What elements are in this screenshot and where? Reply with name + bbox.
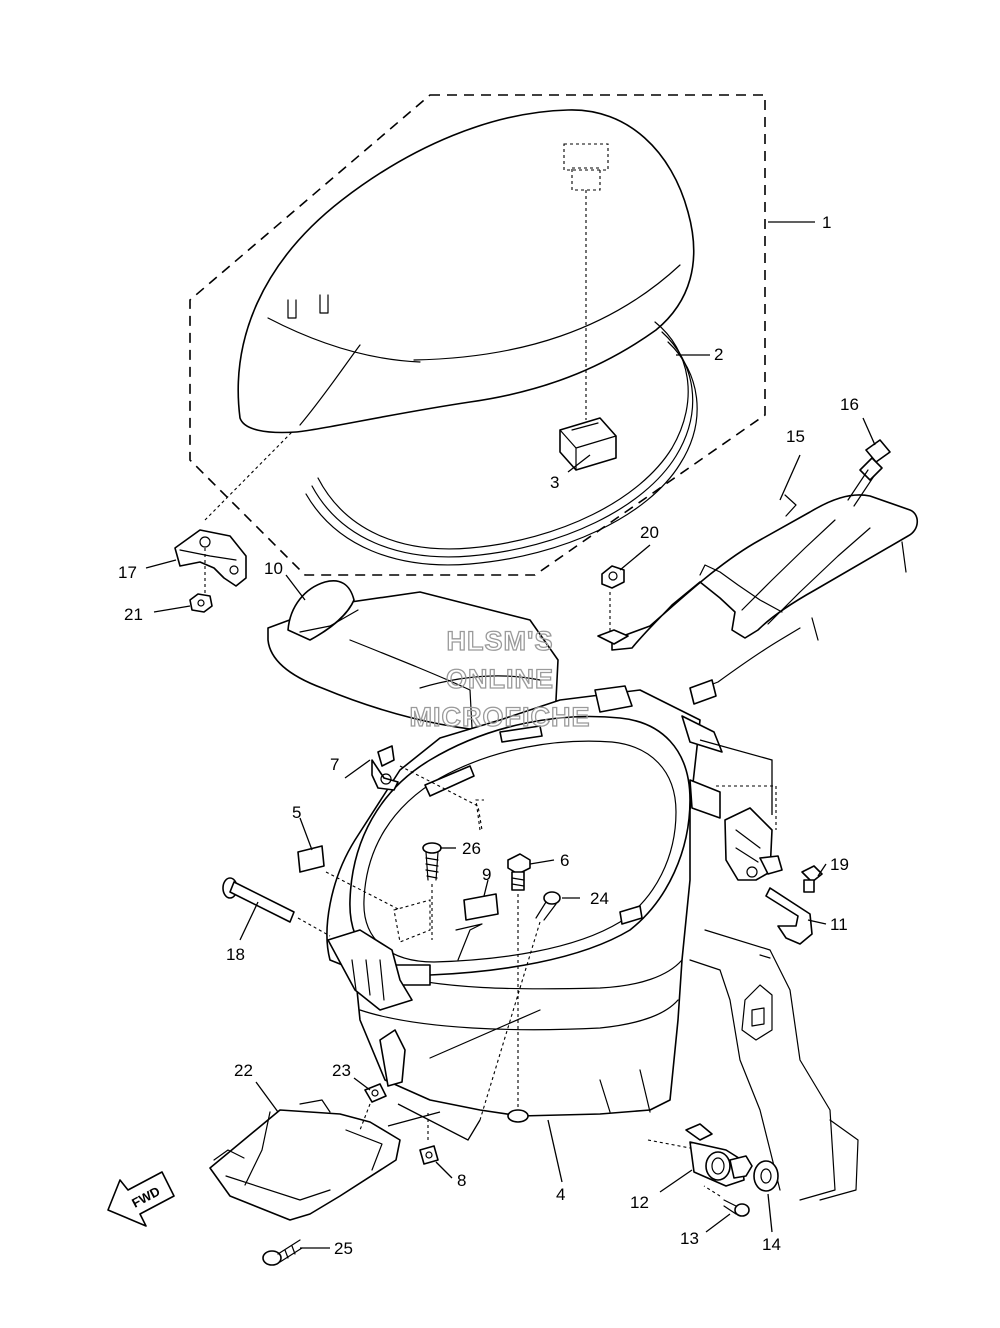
forward-direction-arrow: FWD — [107, 1171, 175, 1227]
watermark-line-1: HLSM'S — [447, 626, 554, 656]
callout-3: 3 — [550, 473, 559, 492]
lock-screw — [703, 1185, 750, 1217]
seat-lock-latch — [699, 739, 813, 945]
watermark-line-2: ONLINE — [446, 664, 554, 694]
callout-10: 10 — [264, 559, 283, 578]
lower-nut — [359, 1083, 387, 1131]
hinge-to-seat-line — [204, 431, 293, 521]
bracket-screw — [262, 1239, 303, 1266]
rack-nut — [597, 565, 629, 645]
callout-19: 19 — [830, 855, 849, 874]
rack-bolt — [847, 439, 891, 507]
callout-leaders — [145, 221, 876, 1249]
rear-carrier-rack — [611, 494, 919, 705]
callout-15: 15 — [786, 427, 805, 446]
callout-7: 7 — [330, 755, 339, 774]
box-bracket — [371, 745, 483, 831]
long-bolt — [222, 877, 331, 937]
helmet-box — [326, 685, 723, 1123]
hinge-nut — [189, 593, 213, 613]
screw-24 — [479, 891, 561, 1121]
lock-washer — [753, 1160, 779, 1192]
callout-21: 21 — [124, 605, 143, 624]
callout-14: 14 — [762, 1235, 781, 1254]
bracket-link-lines — [387, 1103, 481, 1141]
callout-13: 13 — [680, 1229, 699, 1248]
callout-5: 5 — [292, 803, 301, 822]
callout-8: 8 — [457, 1171, 466, 1190]
callout-1: 1 — [822, 213, 831, 232]
callout-12: 12 — [630, 1193, 649, 1212]
callout-26: 26 — [462, 839, 481, 858]
watermark-line-3: MICROFICHE — [410, 702, 591, 732]
callout-9: 9 — [482, 865, 491, 884]
frame-section — [689, 929, 859, 1201]
latch-bolt — [801, 865, 823, 893]
lower-bracket — [209, 1099, 401, 1221]
damper-block — [559, 417, 617, 471]
watermark: HLSM'S ONLINE MICROFICHE — [409, 625, 591, 732]
callout-16: 16 — [840, 395, 859, 414]
callout-24: 24 — [590, 889, 609, 908]
warning-label — [455, 893, 499, 961]
clip-nut — [419, 1110, 439, 1165]
seat-cover — [237, 109, 695, 434]
flange-bolt-6 — [507, 853, 531, 1110]
callout-25: 25 — [334, 1239, 353, 1258]
callout-6: 6 — [560, 851, 569, 870]
callout-17: 17 — [118, 563, 137, 582]
callout-18: 18 — [226, 945, 245, 964]
lock-cylinder — [647, 1123, 753, 1187]
callout-2: 2 — [714, 345, 723, 364]
seat-hinge — [174, 529, 247, 596]
callout-20: 20 — [640, 523, 659, 542]
callout-4: 4 — [556, 1185, 565, 1204]
callout-11: 11 — [830, 915, 848, 934]
pad-plate — [297, 845, 401, 911]
callout-numbers: 1 2 3 4 5 6 7 8 9 10 11 12 13 14 15 16 1… — [118, 213, 859, 1258]
callout-22: 22 — [234, 1061, 253, 1080]
seat-base-band — [305, 321, 698, 566]
callout-23: 23 — [332, 1061, 351, 1080]
